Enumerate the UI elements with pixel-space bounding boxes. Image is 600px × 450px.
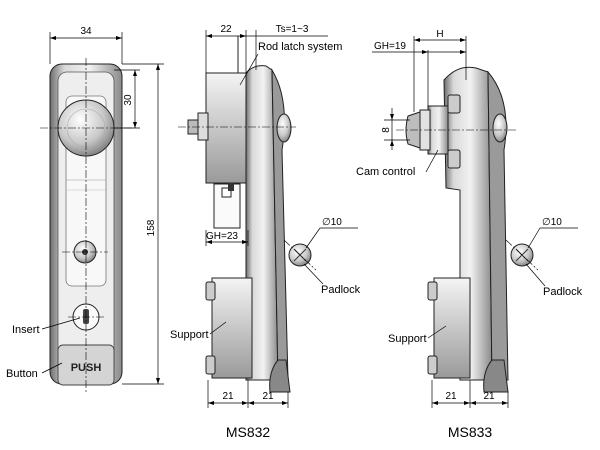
svg-text:8: 8 bbox=[381, 127, 392, 133]
svg-text:21: 21 bbox=[445, 391, 457, 402]
dim-ms833-padlock: ∅10 bbox=[527, 217, 578, 249]
svg-text:∅10: ∅10 bbox=[322, 217, 342, 228]
ms832-view: 22 Ts=1~3 Rod latch system GH=23 ∅10 Pad… bbox=[170, 24, 361, 440]
dim-ms832-top: 22 Ts=1~3 bbox=[205, 24, 328, 73]
dim-ms832-gh: GH=23 bbox=[205, 230, 249, 246]
ms833-support bbox=[433, 277, 471, 379]
svg-text:H: H bbox=[436, 29, 443, 40]
rod-latch-label: Rod latch system bbox=[258, 41, 342, 53]
svg-text:∅10: ∅10 bbox=[542, 217, 562, 228]
dim-front-knob: 30 bbox=[114, 69, 140, 129]
dim-ms833-bottom: 21 21 bbox=[431, 380, 509, 408]
svg-text:30: 30 bbox=[123, 94, 134, 106]
front-view: PUSH 34 30 bbox=[6, 26, 164, 392]
ms833-view: GH=19 H 8 Cam control ∅10 Padlock Suppor… bbox=[356, 29, 583, 440]
svg-text:21: 21 bbox=[483, 391, 495, 402]
insert-label: Insert bbox=[12, 324, 40, 336]
ms832-support bbox=[211, 277, 253, 379]
svg-text:21: 21 bbox=[222, 391, 234, 402]
svg-text:GH=23: GH=23 bbox=[206, 231, 238, 242]
ms833-padlock-label: Padlock bbox=[543, 286, 583, 298]
dim-front-width: 34 bbox=[49, 26, 123, 64]
dim-ms832-bottom: 21 21 bbox=[207, 380, 289, 408]
svg-text:21: 21 bbox=[262, 391, 274, 402]
ms833-model-label: MS833 bbox=[448, 424, 493, 440]
svg-text:GH=19: GH=19 bbox=[374, 41, 406, 52]
svg-text:Ts=1~3: Ts=1~3 bbox=[276, 24, 309, 35]
dim-ms833-cam: 8 bbox=[381, 108, 410, 150]
cam-control-label: Cam control bbox=[356, 166, 415, 178]
dim-ms833-top: GH=19 H bbox=[372, 29, 467, 112]
svg-text:34: 34 bbox=[80, 26, 92, 37]
ms833-support-label: Support bbox=[388, 333, 427, 345]
button-label: Button bbox=[6, 368, 38, 380]
dim-front-height: 158 bbox=[122, 63, 164, 385]
ms832-support-label: Support bbox=[170, 329, 209, 341]
svg-text:22: 22 bbox=[220, 24, 232, 35]
dim-ms832-padlock: ∅10 bbox=[305, 217, 358, 249]
ms832-model-label: MS832 bbox=[226, 424, 271, 440]
ms832-padlock-label: Padlock bbox=[321, 284, 361, 296]
rod-latch-box bbox=[205, 72, 249, 184]
svg-text:158: 158 bbox=[146, 219, 157, 236]
